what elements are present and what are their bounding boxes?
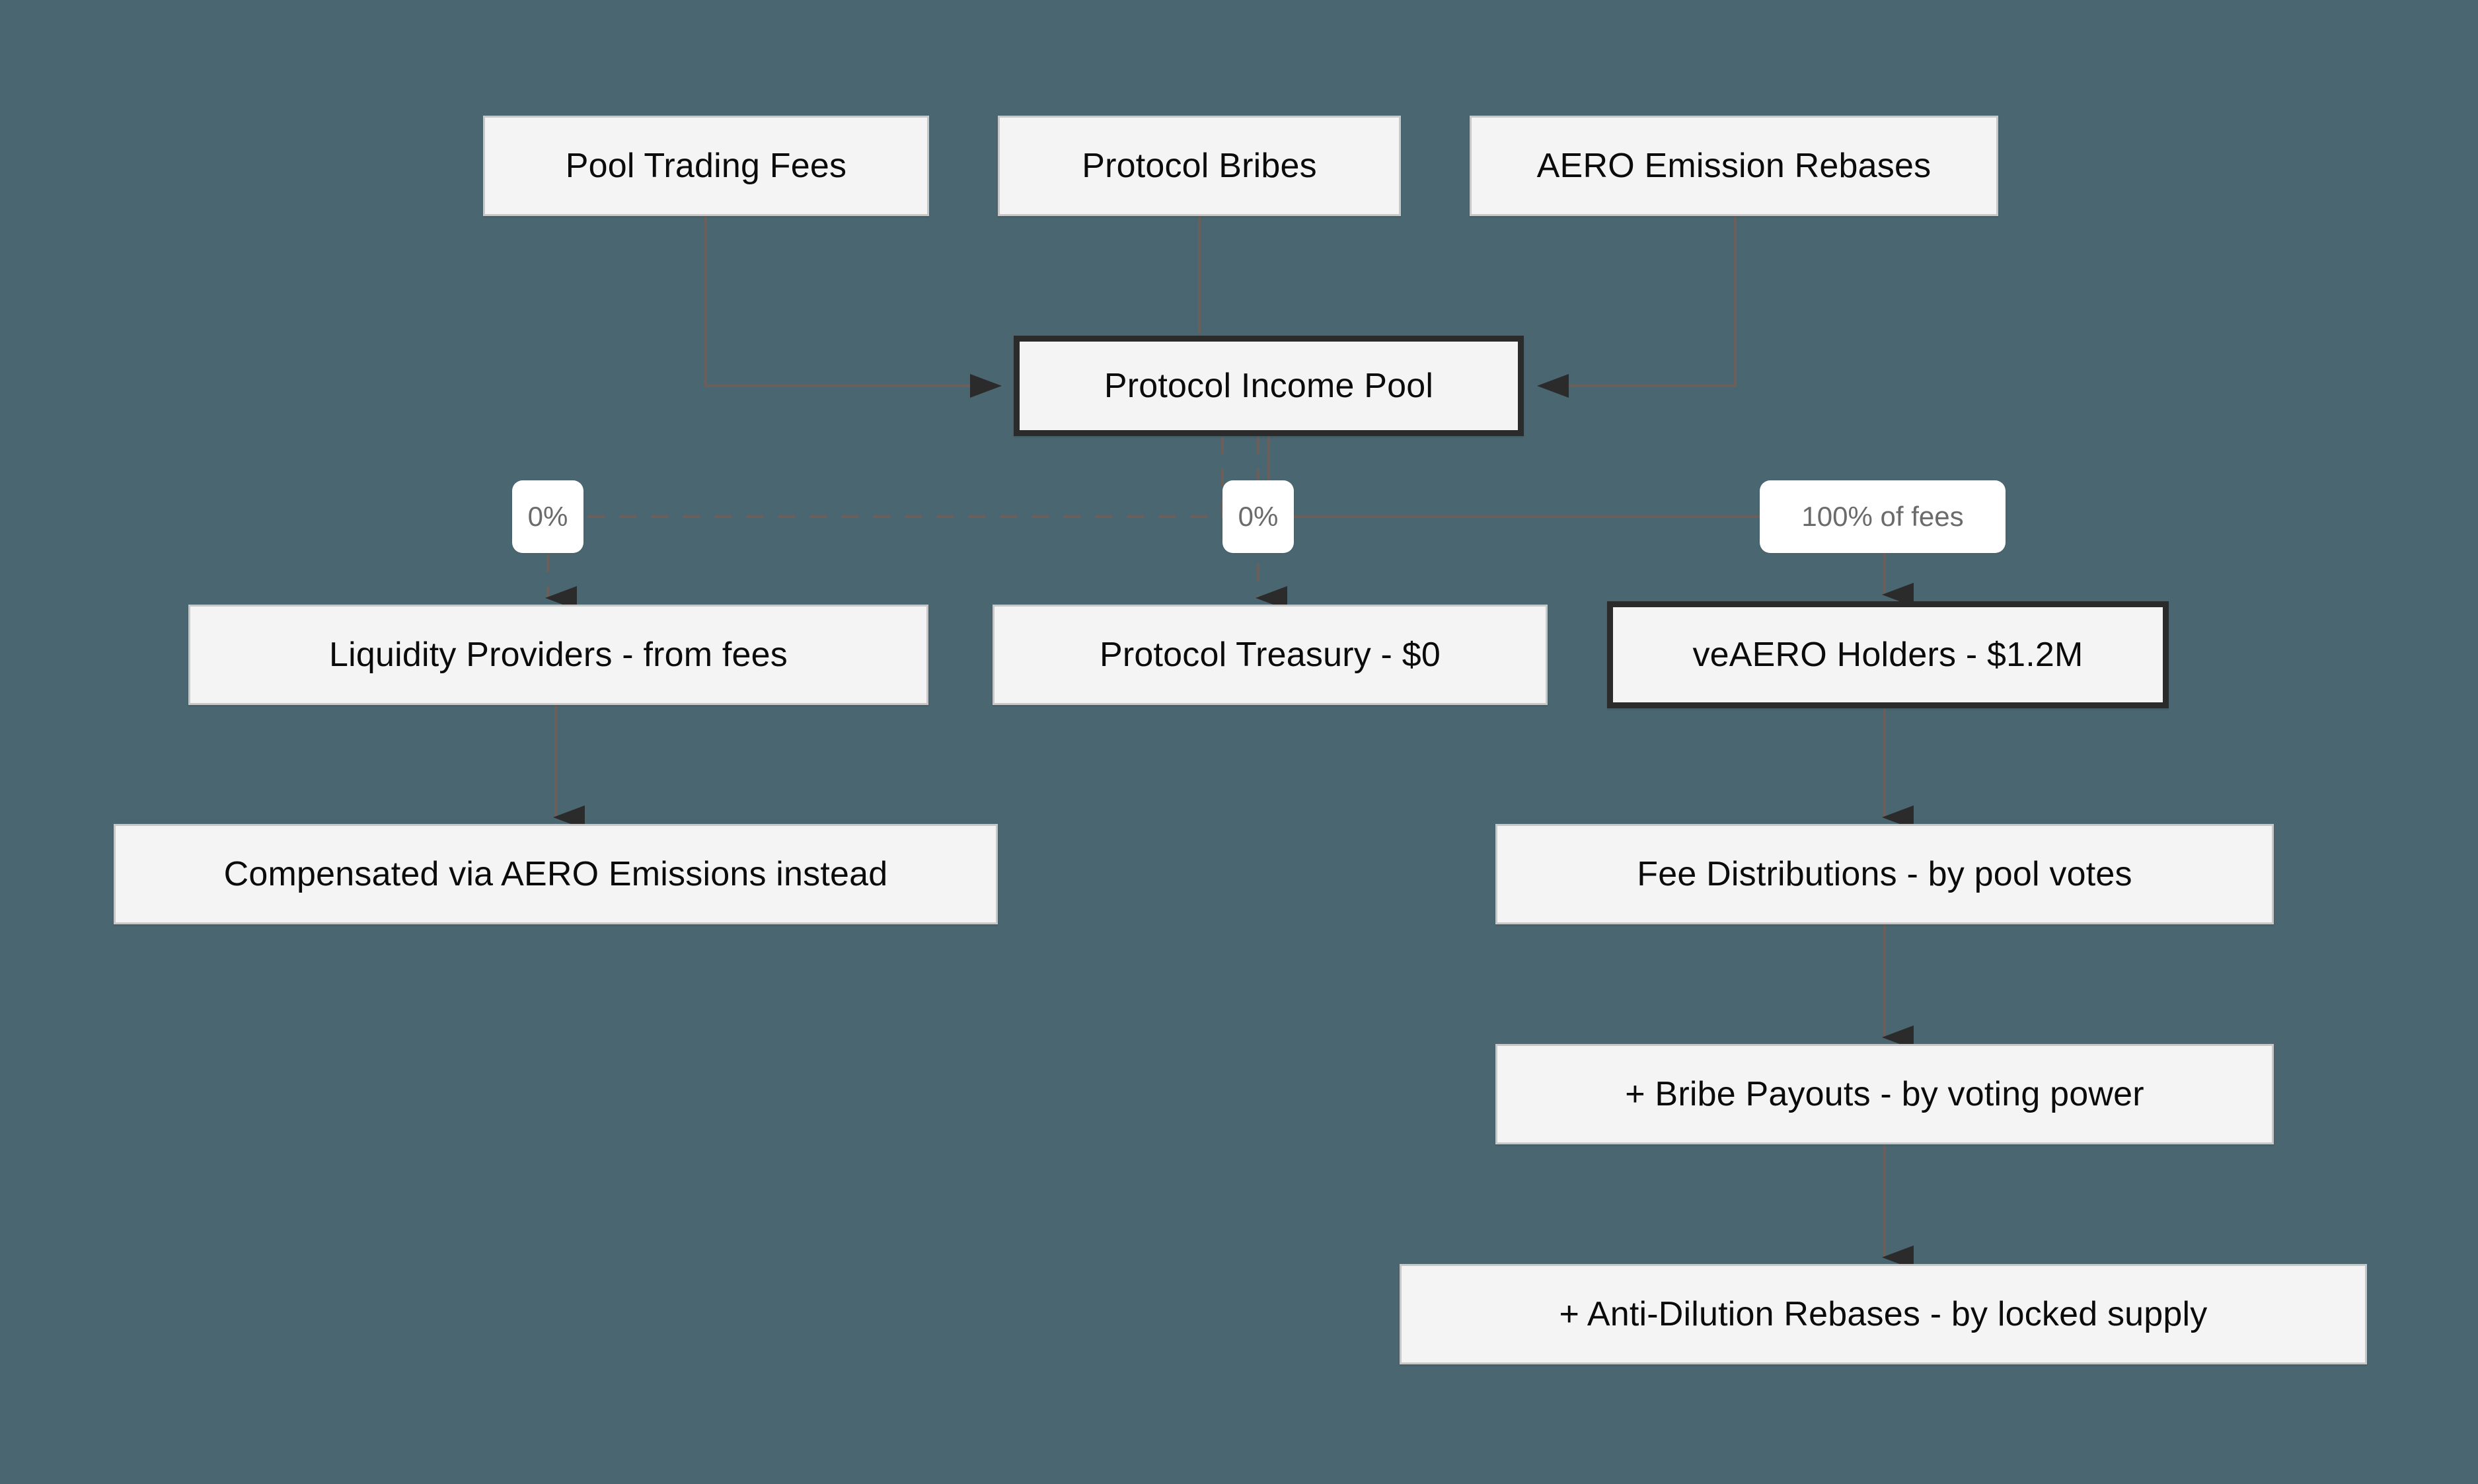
node-liquidity-providers[interactable]: Liquidity Providers - from fees [188, 605, 928, 705]
edge-income-pool-to-liquidity-providers [545, 437, 1224, 610]
edge-label-protocol-treasury-share: 0% [1222, 480, 1294, 553]
node-protocol-income-pool[interactable]: Protocol Income Pool [1014, 336, 1524, 436]
node-pool-trading-fees[interactable]: Pool Trading Fees [483, 116, 929, 216]
edge-label-veaero-holders-share: 100% of fees [1760, 480, 2006, 553]
edge-label-liquidity-providers-share: 0% [512, 480, 583, 553]
node-protocol-bribes[interactable]: Protocol Bribes [998, 116, 1401, 216]
edge-pool-trading-fees-to-income-pool [704, 217, 1002, 398]
node-veaero-holders[interactable]: veAERO Holders - $1.2M [1607, 601, 2169, 708]
edge-aero-rebases-to-income-pool [1537, 217, 1737, 398]
node-fee-distributions[interactable]: Fee Distributions - by pool votes [1495, 824, 2274, 924]
node-anti-dilution-rebases[interactable]: + Anti-Dilution Rebases - by locked supp… [1400, 1264, 2367, 1364]
node-protocol-treasury[interactable]: Protocol Treasury - $0 [993, 605, 1548, 705]
node-bribe-payouts[interactable]: + Bribe Payouts - by voting power [1495, 1044, 2274, 1144]
node-aero-emission-rebases[interactable]: AERO Emission Rebases [1470, 116, 1998, 216]
node-compensated-via-aero-emissions[interactable]: Compensated via AERO Emissions instead [114, 824, 998, 924]
